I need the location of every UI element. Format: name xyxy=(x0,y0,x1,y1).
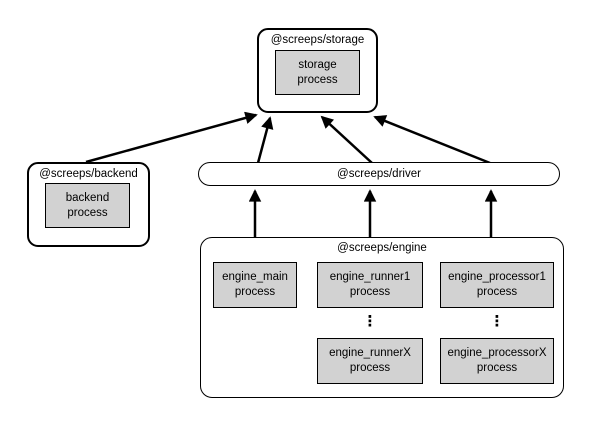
node-driver: @screeps/driver xyxy=(198,162,560,186)
node-engine-title: @screeps/engine xyxy=(337,242,427,254)
arrow-driver-to-storage-right xyxy=(373,115,491,165)
arrow-driver-to-storage-left xyxy=(256,116,274,164)
storage-process-box: storage process xyxy=(275,50,360,95)
arrow-backend-to-storage xyxy=(85,111,258,164)
arrow-driver-to-storage-middle xyxy=(320,115,373,164)
node-engine: @screeps/engine engine_main process engi… xyxy=(200,237,564,398)
runner-ellipsis: ⋮ xyxy=(362,313,378,330)
node-driver-title: @screeps/driver xyxy=(337,168,421,180)
node-storage: @screeps/storage storage process xyxy=(257,28,378,113)
backend-process-box: backend process xyxy=(45,183,130,228)
processor-ellipsis: ⋮ xyxy=(489,313,505,330)
engine-runnerX-process-box: engine_runnerX process xyxy=(317,338,423,384)
node-backend-title: @screeps/backend xyxy=(39,168,138,180)
engine-runner1-process-box: engine_runner1 process xyxy=(317,262,423,308)
engine-processor1-process-box: engine_processor1 process xyxy=(440,262,554,308)
node-storage-title: @screeps/storage xyxy=(270,34,365,46)
node-backend: @screeps/backend backend process xyxy=(27,162,150,247)
engine-main-process-box: engine_main process xyxy=(213,262,297,308)
engine-processorX-process-box: engine_processorX process xyxy=(440,338,554,384)
